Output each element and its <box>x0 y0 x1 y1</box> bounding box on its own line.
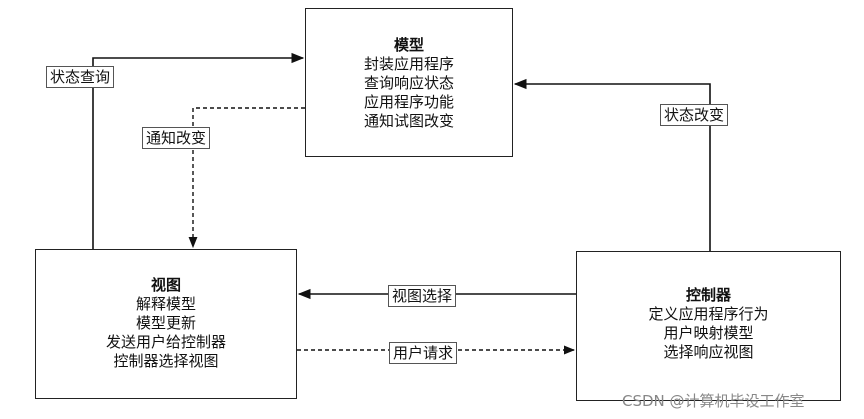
controller-title: 控制器 <box>685 286 731 304</box>
view-line: 解释模型 <box>135 295 196 313</box>
controller-line: 定义应用程序行为 <box>648 305 769 323</box>
model-line: 封装应用程序 <box>363 55 454 73</box>
controller-line: 选择响应视图 <box>663 343 754 361</box>
view-box: 视图 解释模型 模型更新 发送用户给控制器 控制器选择视图 <box>35 249 297 399</box>
state-query-label: 状态查询 <box>46 66 115 88</box>
state-change-arrow <box>513 78 711 251</box>
user-request-label: 用户请求 <box>389 342 458 364</box>
state-change-label: 状态改变 <box>660 104 729 126</box>
model-line: 查询响应状态 <box>363 74 454 92</box>
notify-change-arrow <box>188 107 305 249</box>
view-line: 控制器选择视图 <box>113 352 219 370</box>
controller-line: 用户映射模型 <box>663 324 754 342</box>
model-box: 模型 封装应用程序 查询响应状态 应用程序功能 通知试图改变 <box>305 8 513 157</box>
controller-box: 控制器 定义应用程序行为 用户映射模型 选择响应视图 <box>576 251 841 401</box>
model-title: 模型 <box>393 36 424 54</box>
state-query-arrow <box>92 52 305 249</box>
model-line: 通知试图改变 <box>363 112 454 130</box>
view-line: 模型更新 <box>135 314 196 332</box>
view-select-label: 视图选择 <box>388 285 457 307</box>
view-title: 视图 <box>150 276 181 294</box>
model-line: 应用程序功能 <box>363 93 454 111</box>
notify-change-label: 通知改变 <box>142 127 211 149</box>
watermark: CSDN @计算机毕设工作室 <box>622 392 805 410</box>
view-line: 发送用户给控制器 <box>105 333 226 351</box>
